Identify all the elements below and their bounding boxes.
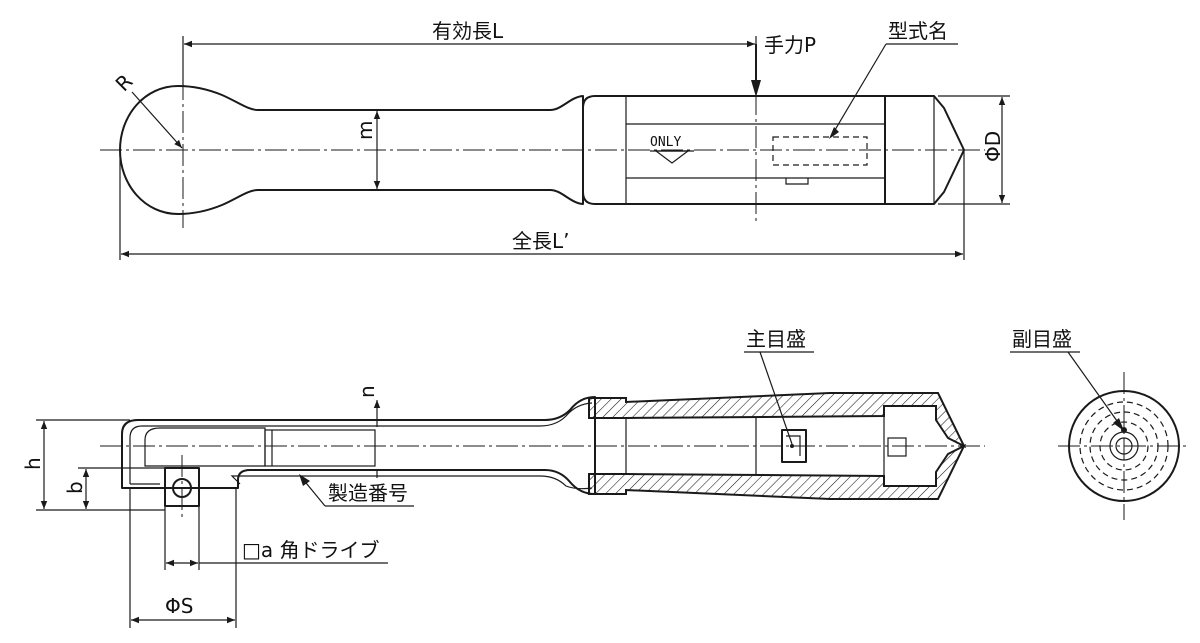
phi-d-label: ΦD	[981, 131, 1005, 162]
model-name-plate	[772, 136, 868, 166]
square-drive-label: □a 角ドライブ	[242, 538, 380, 562]
m-label: m	[353, 121, 377, 140]
sub-scale-leader	[1067, 351, 1123, 429]
side-head-inner	[129, 402, 593, 484]
drive-ball	[172, 478, 192, 498]
grip-section-bottom	[588, 443, 967, 500]
main-scale-window	[781, 429, 807, 463]
serial-number-label: 製造番号	[328, 481, 408, 505]
end-view-outer-circle	[1068, 390, 1180, 502]
inner-tube-bottom	[625, 473, 885, 477]
grip-body	[582, 95, 886, 205]
main-scale-leader	[759, 351, 793, 445]
total-length-label: 全長L’	[512, 229, 570, 253]
side-view: n h b □a 角ドライブ ΦS 製造番号 主目盛	[21, 327, 985, 628]
n-label: n	[355, 385, 379, 398]
model-name-leader	[831, 43, 887, 136]
grip-notch	[785, 178, 809, 185]
inner-tube-top	[625, 415, 885, 419]
ratchet-cavity	[144, 427, 266, 467]
sub-scale-label: 副目盛	[1012, 327, 1072, 351]
wrench-head-outline	[119, 85, 584, 215]
radius-dimension-line	[131, 91, 183, 149]
radius-label: R	[111, 69, 138, 96]
inner-rod	[264, 429, 376, 467]
sub-scale-knob	[887, 437, 907, 457]
model-name-label: 型式名	[888, 19, 948, 43]
phi-s-label: ΦS	[165, 594, 193, 618]
hand-force-label: 手力P	[764, 33, 816, 57]
end-view: 副目盛	[1010, 327, 1190, 520]
square-drive	[164, 467, 200, 507]
effective-length-label: 有効長L	[432, 19, 504, 43]
top-view: ONLY R m 有効長L 手力P 型式名 ΦD 全長L’	[100, 19, 1010, 260]
h-label: h	[21, 457, 45, 470]
only-direction-arrow	[654, 150, 690, 164]
main-scale-label: 主目盛	[746, 327, 806, 351]
b-label: b	[63, 481, 87, 494]
only-label: ONLY	[650, 135, 681, 150]
